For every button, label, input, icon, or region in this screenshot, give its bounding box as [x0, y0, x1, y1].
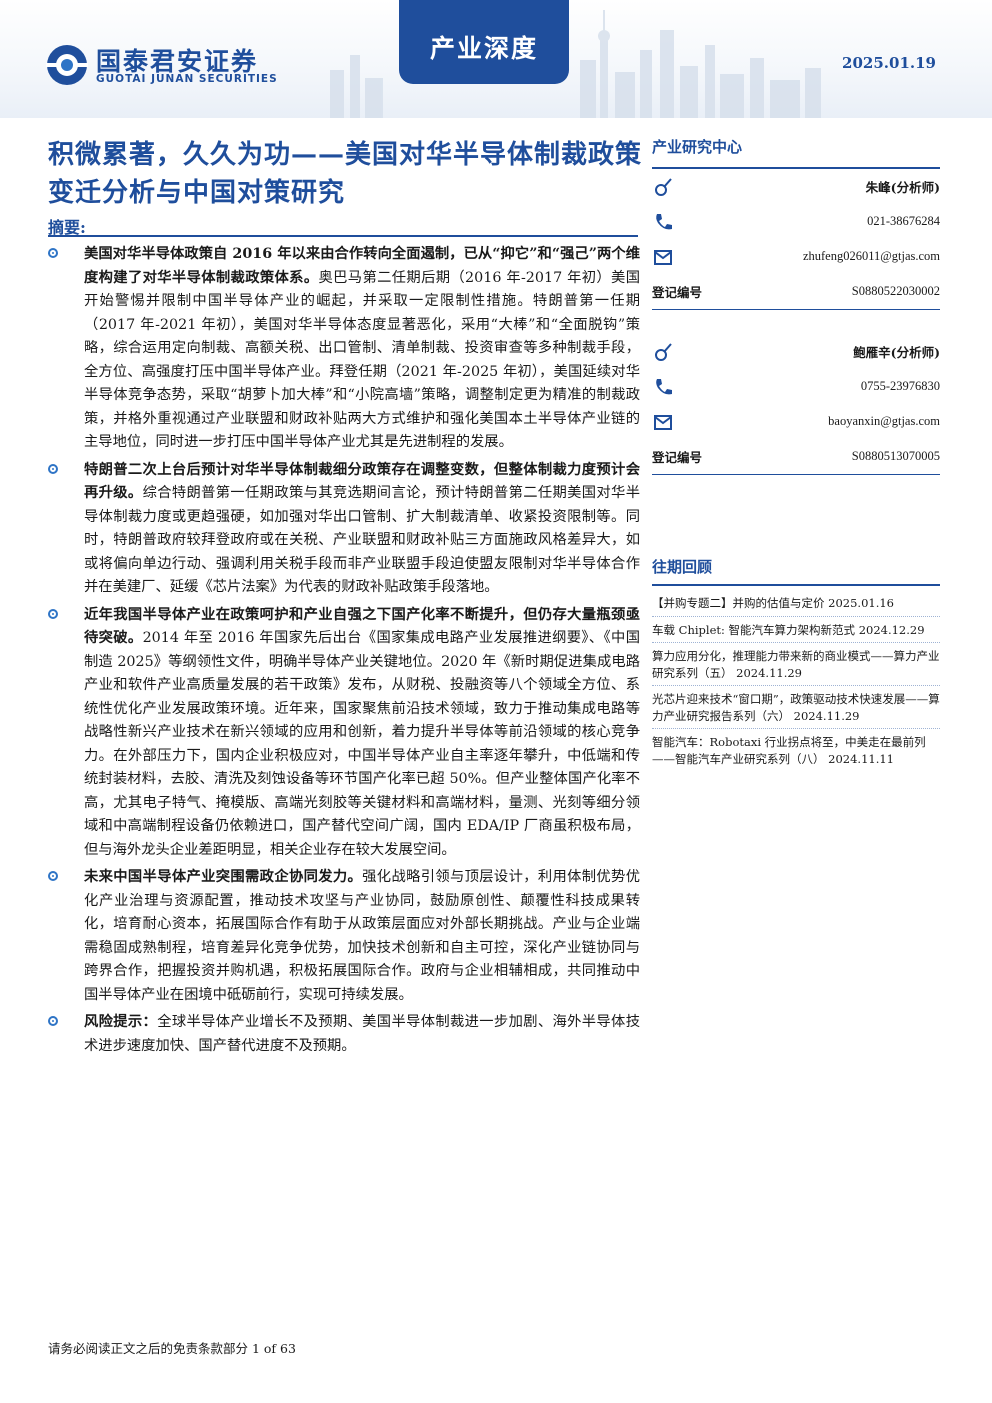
analyst-name-row: 鲍雁辛(分析师): [652, 334, 940, 369]
abstract-bullet: 近年我国半导体产业在政策呵护和产业自强之下国产化率不断提升，但仍存大量瓶颈亟待突…: [48, 604, 640, 863]
abstract-bullet: 未来中国半导体产业突围需政企协同发力。强化战略引领与顶层设计，利用体制优势优化产…: [48, 866, 640, 1007]
analyst-registration-row: 登记编号 S0880522030002: [652, 274, 940, 310]
bullet-icon: [48, 608, 58, 619]
header-band: 国泰君安证券 GUOTAI JUNAN SECURITIES 产业深度 2025…: [0, 0, 992, 118]
bullet-lead: 美国对华半导体政策自 2016 年以来由合作转向全面遏制，已从“抑它”和“强己”…: [84, 246, 640, 286]
registration-number: S0880513070005: [851, 449, 940, 463]
abstract-bullet: 风险提示：全球半导体产业增长不及预期、美国半导体制裁进一步加剧、海外半导体技术进…: [48, 1011, 640, 1058]
past-report-item[interactable]: 【并购专题二】并购的估值与定价 2025.01.16: [652, 593, 940, 617]
analyst-email[interactable]: baoyanxin@gtjas.com: [828, 414, 940, 428]
abstract-bullet: 特朗普二次上台后预计对华半导体制裁细分政策存在调整变数，但整体制裁力度预计会再升…: [48, 459, 640, 600]
bullet-icon: [48, 248, 58, 258]
phone-icon: [656, 213, 672, 229]
brand-name-en: GUOTAI JUNAN SECURITIES: [96, 73, 278, 85]
analyst-phone-row: 021-38676284: [652, 204, 940, 239]
bullet-text: 奥巴马第二任期后期（2016 年-2017 年初）美国开始警惕并限制中国半导体产…: [84, 269, 641, 451]
abstract-divider: [48, 235, 638, 237]
pen-icon: [655, 342, 672, 361]
past-report-item[interactable]: 车载 Chiplet: 智能汽车算力架构新范式 2024.12.29: [652, 620, 940, 643]
bullet-lead: 特朗普二次上台后预计对华半导体制裁细分政策存在调整变数，但整体制裁力度预计会再升…: [84, 461, 640, 502]
registration-label: 登记编号: [652, 285, 703, 300]
past-report-item[interactable]: 算力应用分化，推理能力带来新的商业模式——算力产业研究系列（五） 2024.11…: [652, 646, 940, 686]
analyst-name: 鲍雁辛(分析师): [853, 345, 940, 360]
analyst-sidebar: 产业研究中心 朱峰(分析师) 021-38676284 zhufeng02601…: [652, 136, 940, 475]
report-title: 积微累著，久久为功——美国对华半导体制裁政策变迁分析与中国对策研究: [48, 140, 643, 208]
bullet-text: 强化战略引领与顶层设计，利用体制优势优化产业治理与资源配置，推动技术攻坚与产业协…: [84, 869, 640, 1003]
city-skyline-image: [330, 10, 821, 118]
pen-icon: [655, 177, 672, 196]
past-report-item[interactable]: 智能汽车：Robotaxi 行业拐点将至，中美走在最前列——智能汽车产业研究系列…: [652, 735, 926, 766]
email-icon: [654, 414, 672, 430]
research-center-heading: 产业研究中心: [652, 138, 743, 156]
analyst-registration-row: 登记编号 S0880513070005: [652, 439, 940, 475]
past-reports-list: 【并购专题二】并购的估值与定价 2025.01.16 车载 Chiplet: 智…: [652, 593, 940, 774]
bullet-lead: 近年我国半导体产业在政策呵护和产业自强之下国产化率不断提升，但仍存大量瓶颈亟待突…: [84, 606, 640, 647]
report-category-tag: 产业深度: [399, 0, 569, 84]
bullet-icon: [48, 463, 58, 474]
email-icon: [654, 249, 672, 265]
analyst-name: 朱峰(分析师): [865, 180, 940, 195]
past-reports-divider: [652, 584, 940, 586]
past-report-item[interactable]: 光芯片迎来技术“窗口期”，政策驱动技术快速发展——算力产业研究报告系列（六） 2…: [652, 689, 940, 729]
past-reports-heading: 往期回顾: [652, 558, 713, 576]
registration-number: S0880522030002: [851, 284, 940, 298]
page-footer: 请务必阅读正文之后的免责条款部分 1 of 63: [48, 1341, 296, 1356]
registration-label: 登记编号: [652, 450, 703, 465]
bullet-text: 全球半导体产业增长不及预期、美国半导体制裁进一步加剧、海外半导体技术进步速度加快…: [84, 1014, 640, 1054]
analyst-email[interactable]: zhufeng026011@gtjas.com: [802, 249, 940, 263]
analyst-phone: 0755-23976830: [860, 379, 940, 393]
bullet-text: 2014 年至 2016 年国家先后出台《国家集成电路产业发展推进纲要》、《中国…: [84, 630, 640, 858]
bullet-lead: 风险提示：: [84, 1014, 158, 1030]
abstract-label: 摘要:: [48, 218, 86, 237]
analyst-email-row: baoyanxin@gtjas.com: [652, 404, 940, 439]
analyst-name-row: 朱峰(分析师): [652, 169, 940, 204]
abstract-bullets: 美国对华半导体政策自 2016 年以来由合作转向全面遏制，已从“抑它”和“强己”…: [48, 243, 640, 1062]
bullet-icon: [48, 871, 58, 881]
report-date: 2025.01.19: [842, 54, 936, 72]
bullet-lead: 未来中国半导体产业突围需政企协同发力。: [84, 869, 363, 885]
analyst-phone: 021-38676284: [867, 214, 940, 228]
brand-name-cn: 国泰君安证券: [96, 47, 259, 76]
phone-icon: [656, 378, 672, 394]
sidebar-divider: [652, 167, 940, 169]
bullet-icon: [48, 1016, 58, 1026]
abstract-bullet: 美国对华半导体政策自 2016 年以来由合作转向全面遏制，已从“抑它”和“强己”…: [48, 243, 640, 455]
analyst-phone-row: 0755-23976830: [652, 369, 940, 404]
guotai-junan-logo-icon: [46, 45, 88, 85]
analyst-email-row: zhufeng026011@gtjas.com: [652, 239, 940, 274]
bullet-text: 综合特朗普第一任期政策与其竞选期间言论，预计特朗普第二任期美国对华半导体制裁力度…: [84, 485, 640, 595]
